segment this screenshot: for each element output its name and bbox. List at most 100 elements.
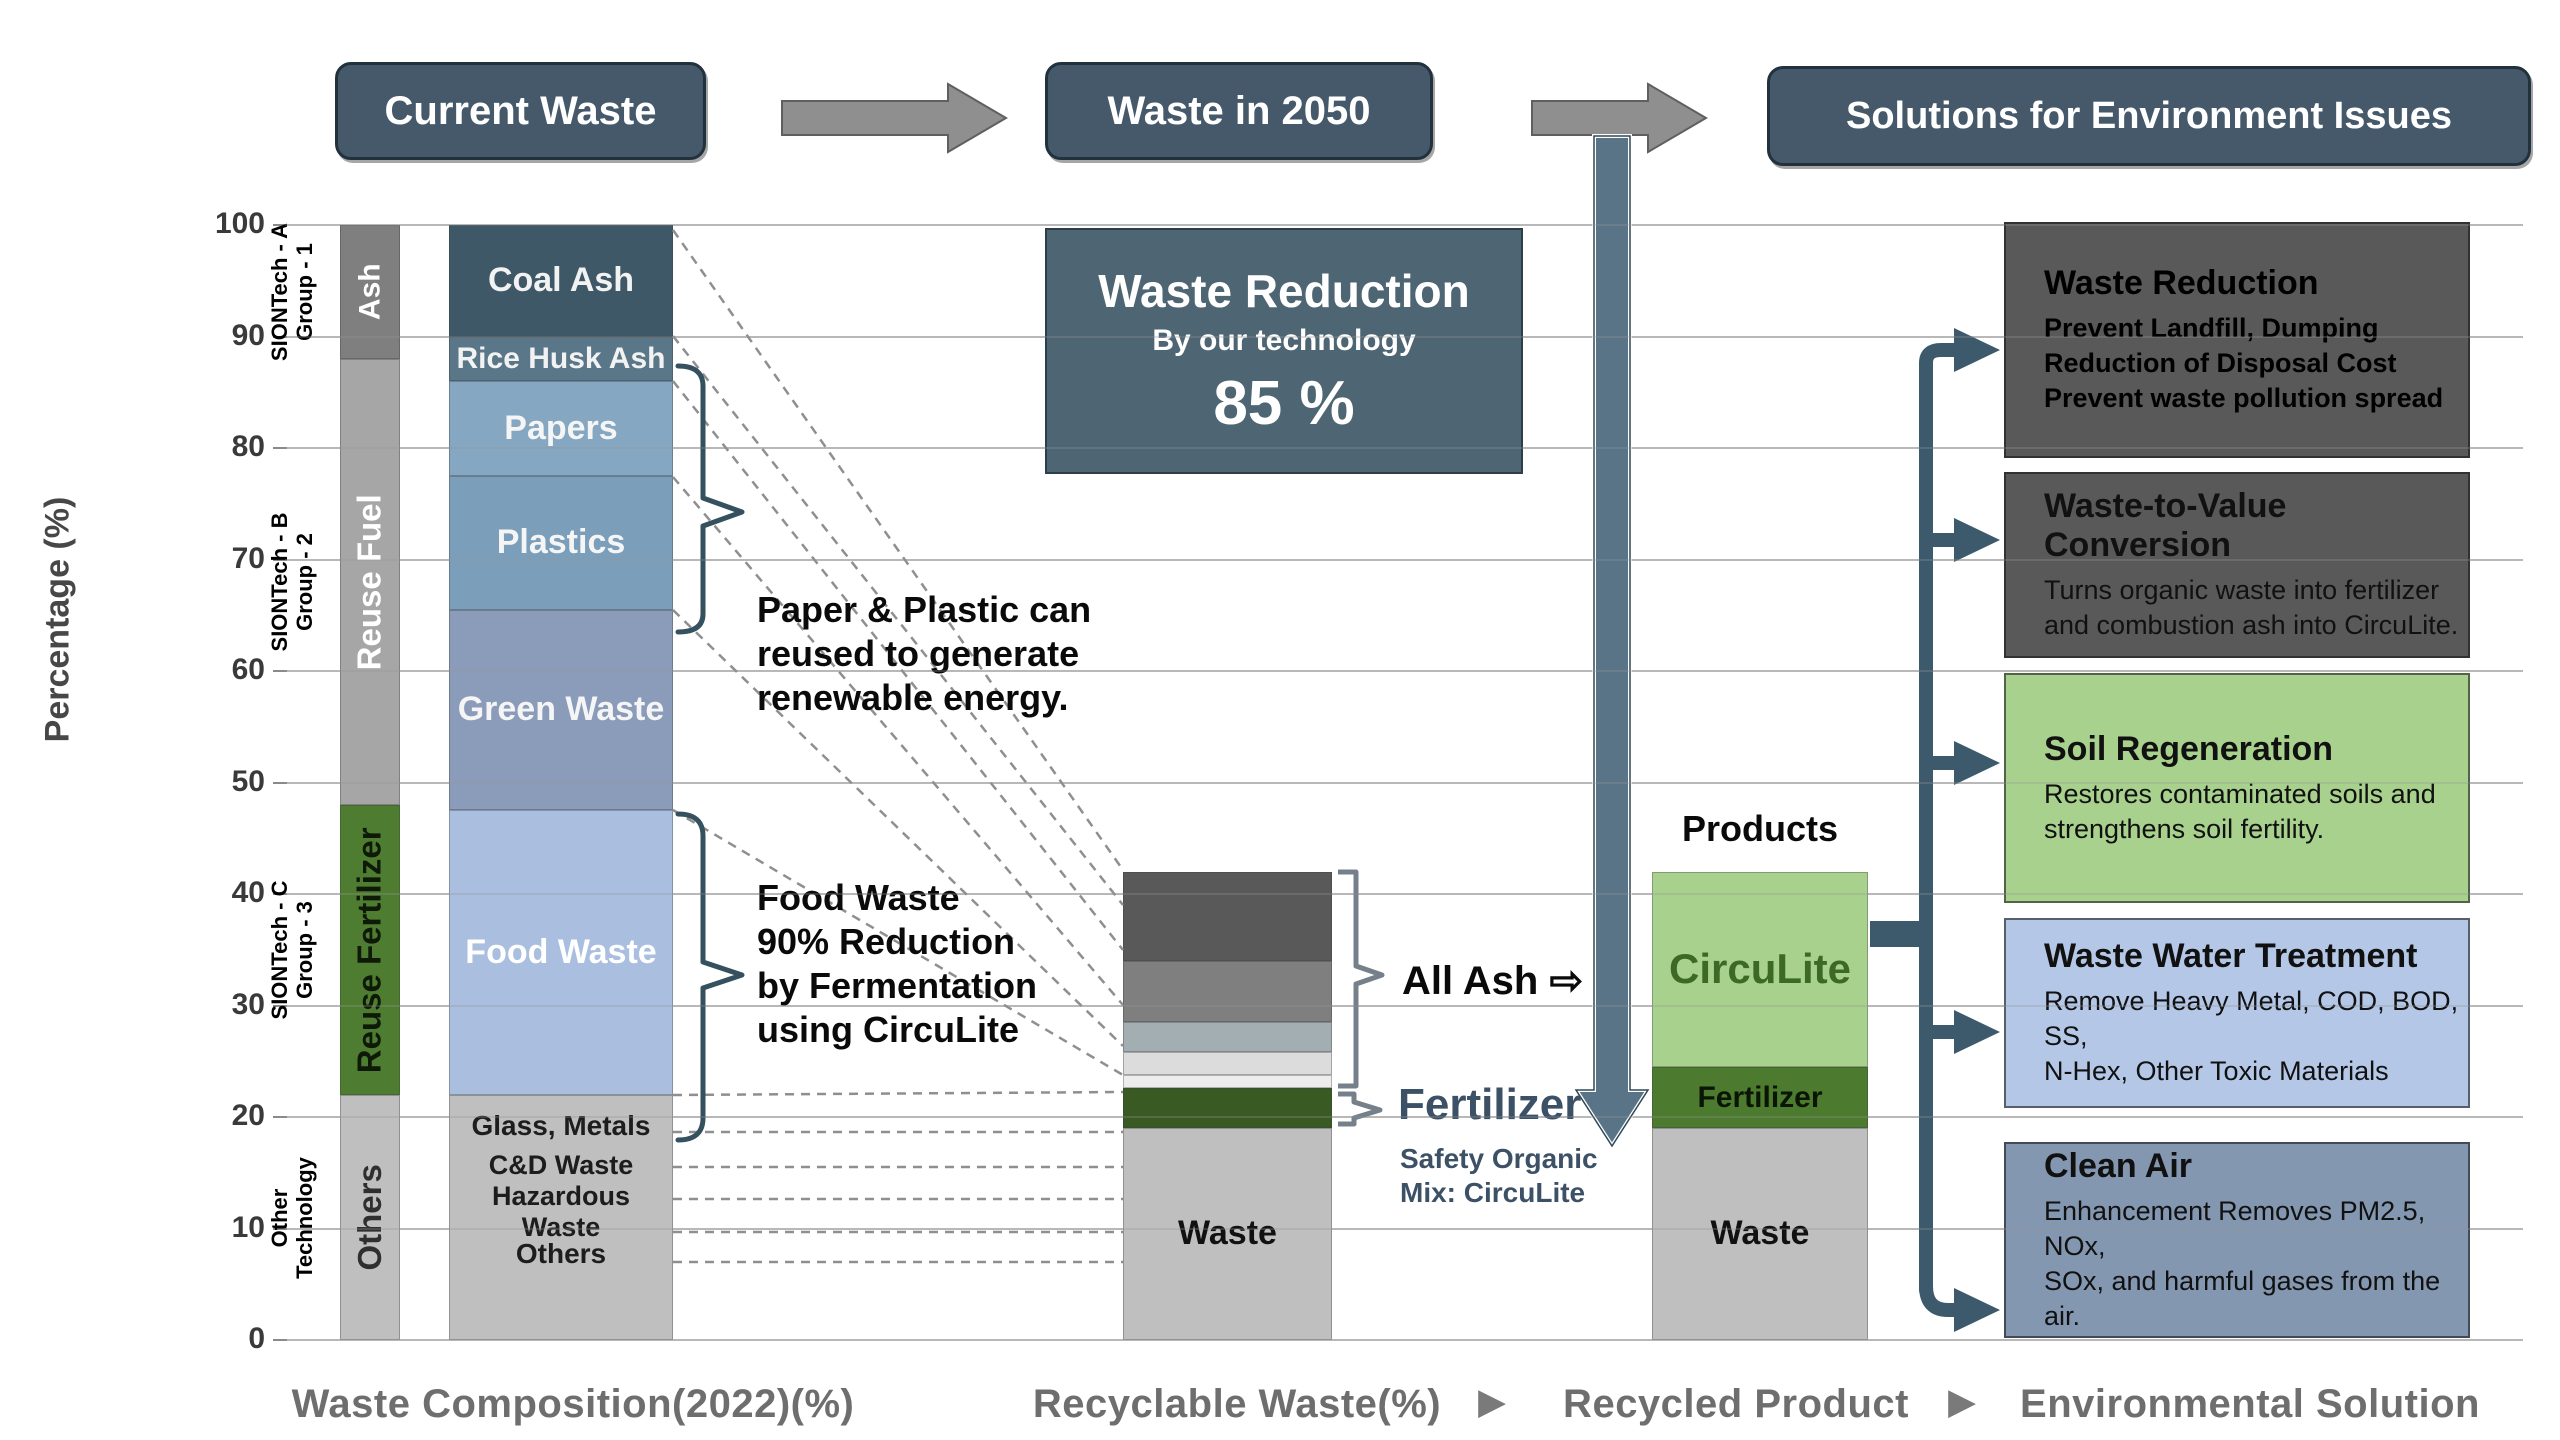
group-label-line: SIONTech - C xyxy=(267,880,292,1020)
y-axis-title: Percentage (%) xyxy=(38,496,77,743)
group-label-line: Group - 3 xyxy=(292,901,317,999)
y-tick-label: 30 xyxy=(231,988,265,1021)
bar-segment-waste: Waste xyxy=(1123,1128,1332,1340)
bar-segment-label: Papers xyxy=(504,408,618,447)
footer-caption-2: Recyclable Waste(%) xyxy=(1032,1382,1442,1426)
bar-segment-food-waste: Food Waste xyxy=(449,810,673,1095)
y-tick-label: 90 xyxy=(231,319,265,352)
bar-segment-label: Others xyxy=(350,1164,388,1271)
solutions-trunk xyxy=(1919,343,1965,1317)
food-waste-brace xyxy=(675,811,745,1143)
bar-sub-label: Others xyxy=(515,1238,607,1269)
gridline xyxy=(285,893,2523,895)
fertilizer-sub-line: Safety Organic xyxy=(1400,1143,1598,1174)
y-tick-label: 10 xyxy=(231,1211,265,1244)
panel-title: Clean Air xyxy=(2044,1146,2193,1185)
waste-reduction-title: Waste Reduction xyxy=(1098,264,1470,317)
group-label-line: Group - 1 xyxy=(292,243,317,341)
bar-segment-label: Waste xyxy=(1710,1214,1810,1253)
panel-body-line: Enhancement Removes PM2.5, NOx, xyxy=(2044,1195,2426,1261)
bar-segment-fertilizer: Fertilizer xyxy=(1652,1067,1868,1128)
panel-body-line: Prevent Landfill, Dumping xyxy=(2044,313,2379,343)
panel-body-line: Reduction of Disposal Cost xyxy=(2044,348,2397,378)
bar-segment-recyclable-0 xyxy=(1123,872,1332,961)
axis-tick xyxy=(273,893,287,895)
gridline xyxy=(285,1339,2523,1341)
bar-segment-label: Fertilizer xyxy=(1697,1080,1823,1114)
products-label: Products xyxy=(1681,808,1839,849)
fertilizer-sub-line: Mix: CircuLite xyxy=(1400,1177,1586,1208)
axis-tick xyxy=(273,559,287,561)
bar-segment-recyclable-5 xyxy=(1123,1088,1332,1128)
group-label-line: SIONTech - A xyxy=(267,222,292,362)
paper-plastic-line: renewable energy. xyxy=(757,677,1069,718)
panel-title: Waste Water Treatment xyxy=(2044,937,2418,975)
gridline xyxy=(285,224,2523,226)
y-tick-label: 50 xyxy=(231,765,265,798)
panel-body-line: N-Hex, Other Toxic Materials xyxy=(2044,1056,2389,1086)
header-arrow-2 xyxy=(1531,82,1708,154)
bar-segment-reuse-fuel: Reuse Fuel xyxy=(340,359,400,805)
panel-body-line: SOx, and harmful gases from the air. xyxy=(2044,1265,2441,1331)
gridline xyxy=(285,1005,2523,1007)
header-arrow-1 xyxy=(781,82,1008,154)
header-box-waste-2050: Waste in 2050 xyxy=(1045,62,1433,160)
panel-title: Waste-to-Value Conversion xyxy=(2044,487,2287,564)
y-tick-label: 40 xyxy=(231,876,265,909)
panel-title: Soil Regeneration xyxy=(2044,729,2334,768)
bar-segment-label: Plastics xyxy=(496,523,626,562)
bar-segment-label: Coal Ash xyxy=(487,261,635,300)
food-waste-line: by Fermentation xyxy=(757,965,1038,1006)
paper-plastic-line: Paper & Plastic can xyxy=(757,589,1092,630)
bar-sub-label: Hazardous Waste xyxy=(491,1181,631,1242)
bar-segment-rice-husk-ash: Rice Husk Ash xyxy=(449,337,673,381)
solutions-arrowheads xyxy=(1954,328,2000,1332)
all-ash-label: All Ash ⇨ xyxy=(1402,959,1583,1003)
bar-segment-coal-ash: Coal Ash xyxy=(449,225,673,337)
right-arrow-icon: ⇨ xyxy=(1549,959,1583,1003)
reduction-arrow xyxy=(1572,134,1652,1150)
y-tick-label: 100 xyxy=(214,207,265,240)
bar-segment-label: Ash xyxy=(353,263,387,321)
footer-caption-4: Environmental Solution xyxy=(2020,1382,2480,1426)
paper-plastic-line: reused to generate xyxy=(757,633,1080,674)
panel-body-line: Remove Heavy Metal, COD, BOD, SS, xyxy=(2044,986,2459,1051)
group-label-line: SIONTech - B xyxy=(267,512,292,652)
bar-segment-label: Waste xyxy=(1178,1214,1277,1253)
y-tick-label: 20 xyxy=(231,1099,265,1132)
bar-sub-label: Glass, Metals xyxy=(471,1110,651,1141)
y-tick-label: 0 xyxy=(248,1322,265,1355)
bar-segment-plastics: Plastics xyxy=(449,476,673,610)
axis-tick xyxy=(273,447,287,449)
products-connector-bar xyxy=(1870,921,1926,947)
bar-segment-label: Green Waste xyxy=(457,690,665,729)
food-waste-line: 90% Reduction xyxy=(757,921,1016,962)
bar-segment-recyclable-2 xyxy=(1123,1022,1332,1052)
bar-sub-label: C&D Waste xyxy=(488,1150,634,1180)
gridline xyxy=(285,559,2523,561)
y-tick-label: 60 xyxy=(231,653,265,686)
bar-segment-composition-6 xyxy=(449,1095,673,1340)
fertilizer-bracket xyxy=(1338,1091,1383,1127)
food-waste-line: Food Waste xyxy=(757,877,960,918)
bar-segment-reuse-fertilizer: Reuse Fertilizer xyxy=(340,805,400,1095)
header-label: Current Waste xyxy=(384,88,657,133)
footer-caption-3: Recycled Product xyxy=(1563,1382,1909,1426)
axis-tick xyxy=(273,336,287,338)
fertilizer-label: Fertilizer xyxy=(1398,1080,1582,1129)
axis-tick xyxy=(273,224,287,226)
bar-segment-label: CircuLite xyxy=(1668,945,1852,993)
axis-tick xyxy=(273,1339,287,1341)
axis-tick xyxy=(273,782,287,784)
bar-segment-label: Food Waste xyxy=(465,932,657,971)
waste-reduction-box: Waste Reduction By our technology 85 % xyxy=(1045,228,1523,474)
bar-segment-recyclable-1 xyxy=(1123,961,1332,1022)
panel-body-line: Prevent waste pollution spread xyxy=(2044,383,2444,413)
